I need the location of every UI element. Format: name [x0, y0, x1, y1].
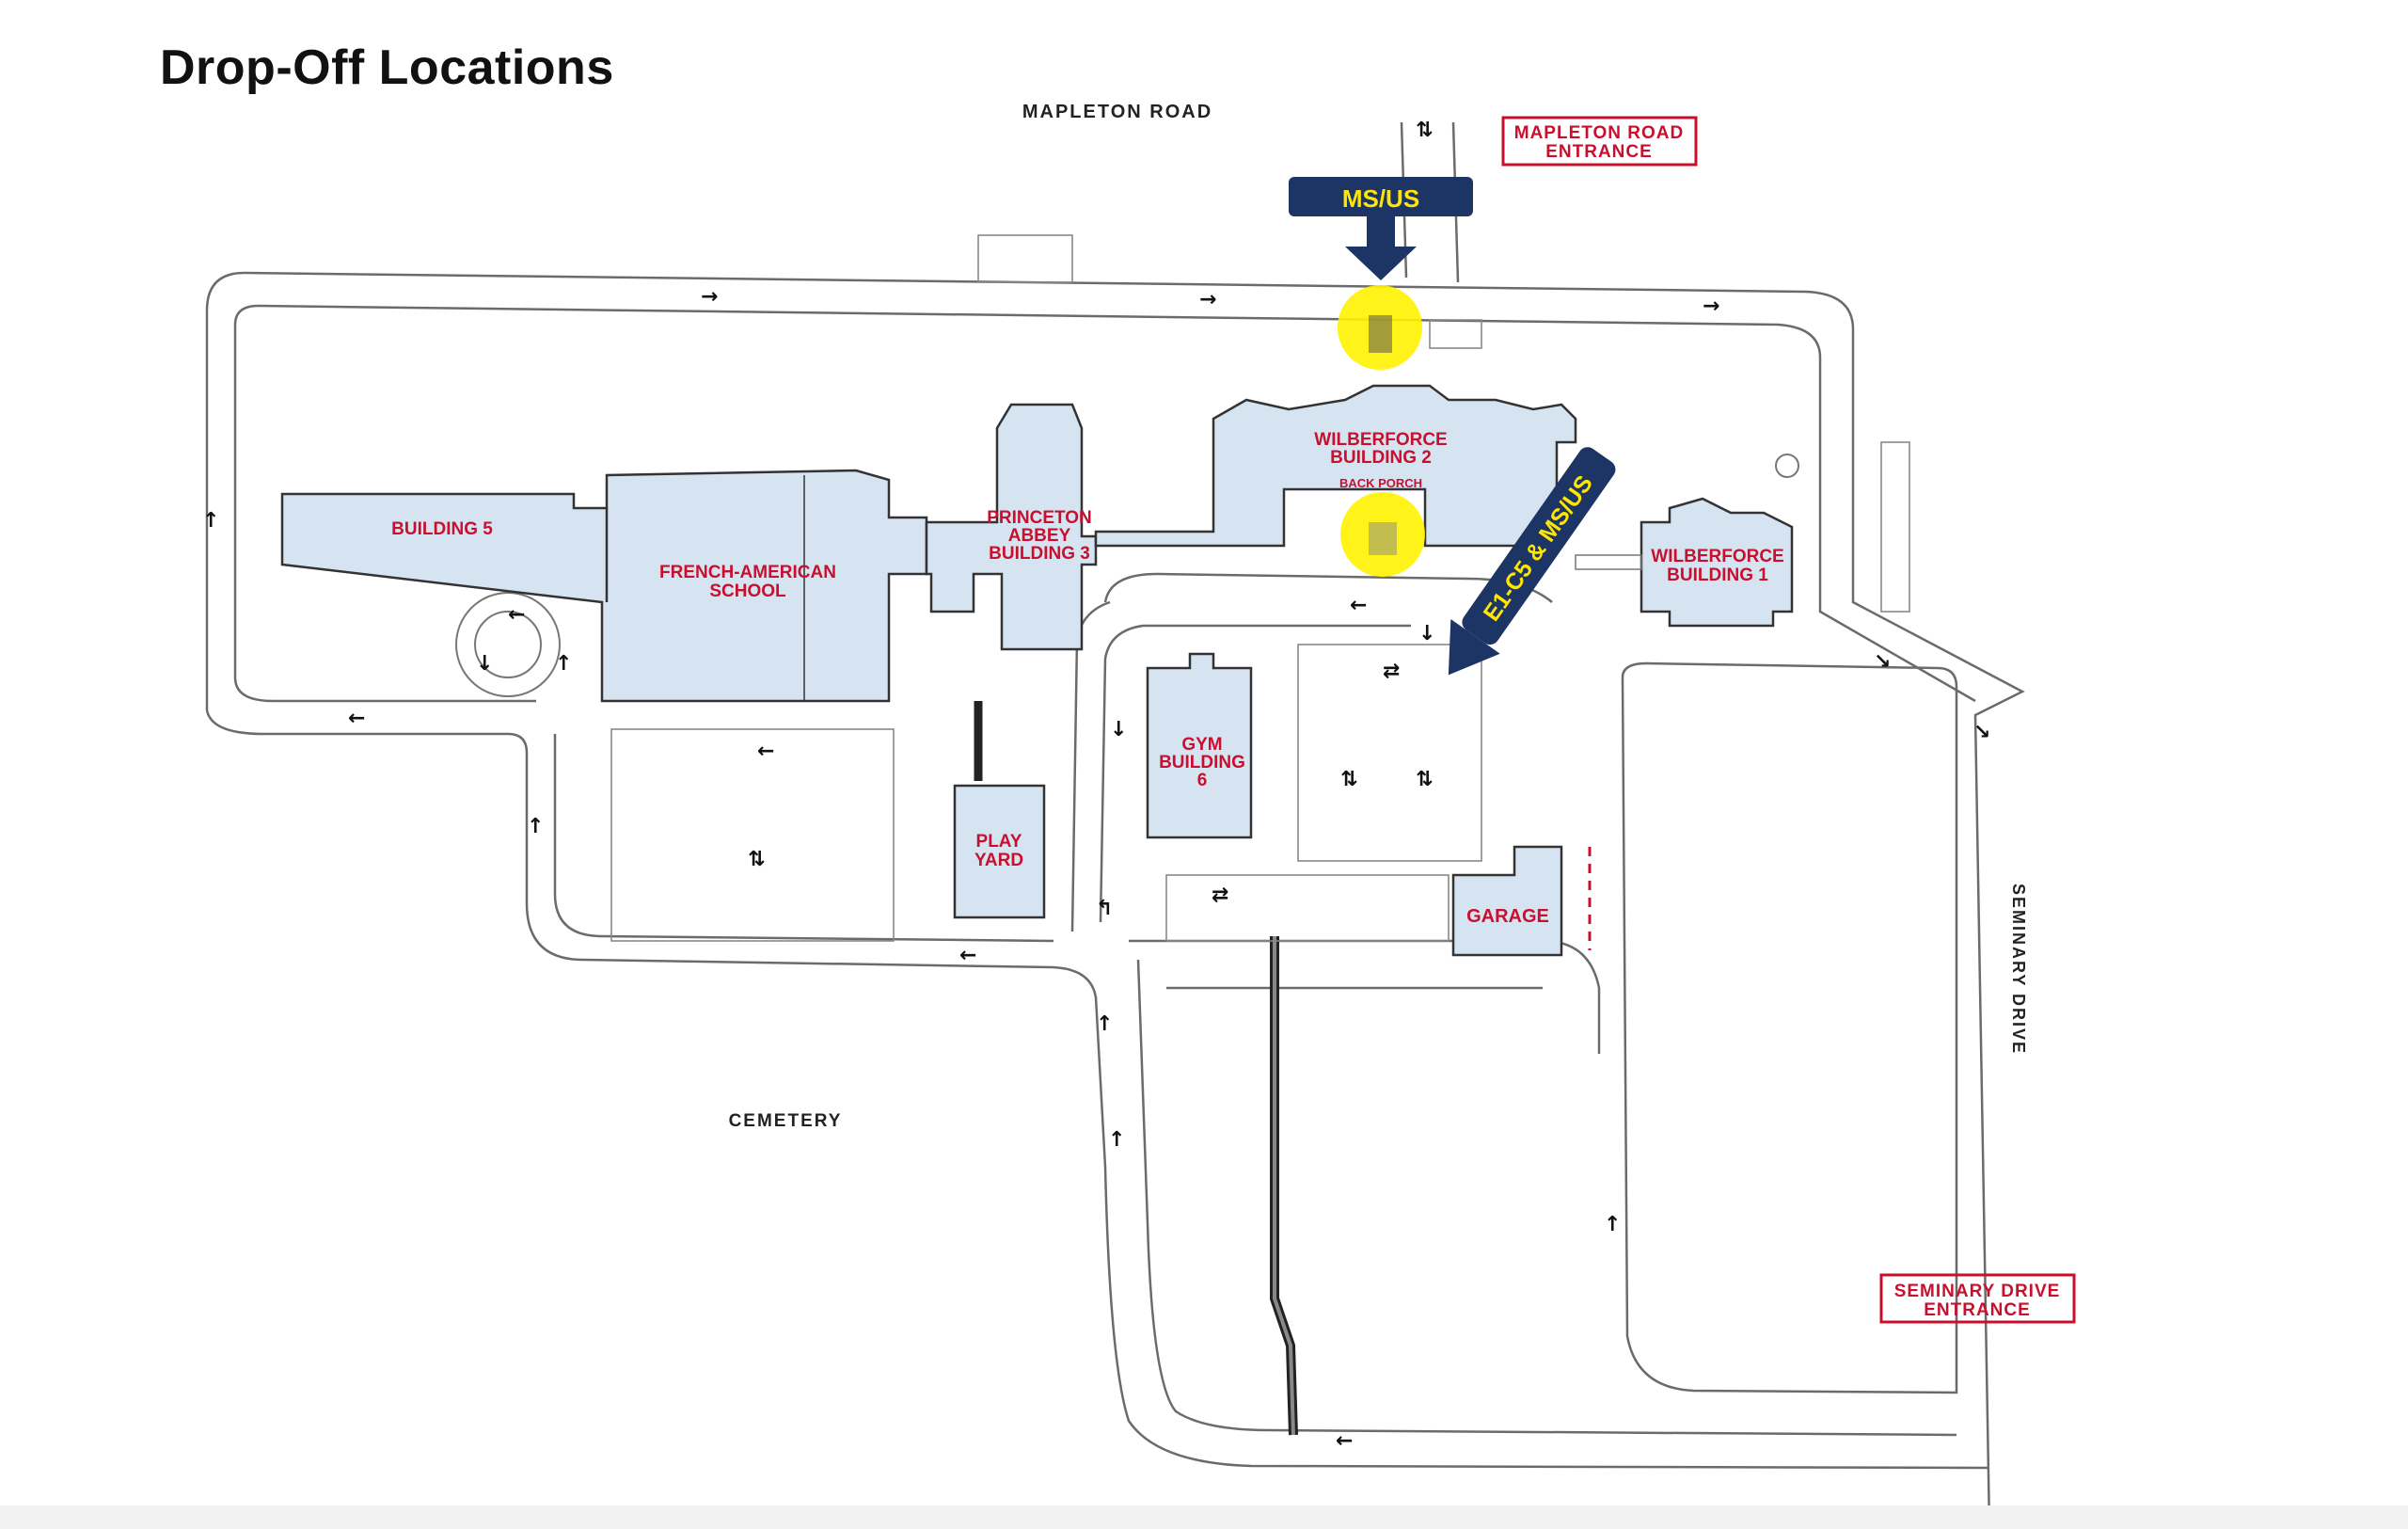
arrow-down-icon: ↓ — [1418, 622, 1435, 645]
bottom-bar — [0, 1505, 2408, 1529]
arrow-up-icon: ↑ — [1108, 1128, 1125, 1152]
play-yard-shape — [953, 784, 1046, 919]
arrow-right-icon: → — [1199, 288, 1216, 311]
label-gym-line1: GYM — [1181, 735, 1222, 755]
seminary-entrance-line1: SEMINARY DRIVE — [1894, 1282, 2061, 1301]
page-title: Drop-Off Locations — [160, 40, 614, 95]
callout-north-box — [1289, 177, 1473, 216]
arrow-up-icon: ↑ — [555, 652, 572, 676]
mapleton-entrance-box — [1501, 116, 1698, 167]
mapleton-entrance-line2: ENTRANCE — [1545, 142, 1653, 162]
walkway-center — [1273, 936, 1295, 1436]
center-parking-lot — [1297, 644, 1482, 862]
callout-north-stem — [1367, 215, 1395, 250]
gym-building-6-shape — [1146, 652, 1253, 839]
small-circle — [1775, 454, 1799, 478]
label-wilberforce-1-line2: BUILDING 1 — [1667, 565, 1768, 585]
callout-back-arrowhead — [1448, 619, 1500, 676]
east-lot-road — [1621, 661, 1958, 1394]
seminary-entrance-line2: ENTRANCE — [1924, 1300, 2031, 1320]
dropoff-north-steps — [1369, 315, 1392, 353]
south-parking-strip — [1165, 874, 1450, 942]
arrow-left-icon: ← — [1350, 594, 1367, 617]
arrow-down-icon: ↓ — [476, 652, 493, 676]
arrow-left-icon: ← — [1336, 1429, 1353, 1453]
arrow-right-icon: → — [701, 285, 718, 309]
arrow-up-icon: ↑ — [1096, 1012, 1113, 1036]
label-princeton-line3: BUILDING 3 — [989, 544, 1090, 564]
label-play-yard-line1: PLAY — [976, 832, 1022, 852]
arrow-updown-icon: ⇅ — [748, 848, 765, 871]
connector-east — [1575, 554, 1642, 570]
stair-north — [1429, 319, 1482, 349]
label-french-line1: FRENCH-AMERICAN — [659, 563, 836, 582]
garage-shape — [1451, 845, 1563, 957]
arrow-turn-icon: ↰ — [1096, 897, 1113, 920]
callout-back-box — [1462, 447, 1616, 645]
label-back-porch: BACK PORCH — [1339, 476, 1422, 490]
dropoff-back-steps — [1369, 522, 1397, 555]
east-parking-strip — [1880, 441, 1910, 613]
arrow-down-right-icon: ↘ — [1874, 650, 1891, 674]
mapleton-entrance-line1: MAPLETON ROAD — [1514, 123, 1684, 143]
stair-north-west — [977, 234, 1073, 283]
label-building-5: BUILDING 5 — [391, 519, 493, 539]
arrow-left-icon: ← — [348, 707, 365, 730]
wilberforce-2-shape — [1094, 384, 1577, 548]
south-loop-road — [1129, 939, 1601, 1054]
label-garage: GARAGE — [1466, 906, 1549, 927]
outer-road-inner — [233, 304, 1976, 703]
arrow-up-icon: ↑ — [202, 509, 219, 533]
label-gym-line3: 6 — [1197, 771, 1208, 790]
seminary-drive-entrance: SEMINARY DRIVE ENTRANCE — [1879, 1273, 2076, 1324]
arrow-up-icon: ↑ — [527, 815, 544, 838]
label-play-yard-line2: YARD — [974, 851, 1023, 870]
arrow-down-icon: ↓ — [1110, 718, 1127, 741]
arrow-updown-icon: ⇅ — [1416, 119, 1433, 142]
west-parking-lot — [610, 728, 895, 942]
arrow-swap-icon: ⇄ — [1383, 660, 1400, 683]
arrow-swap-icon: ⇄ — [1212, 884, 1228, 907]
roundabout-outer — [455, 592, 561, 697]
arrow-left-icon: ← — [959, 944, 976, 967]
street-seminary-drive: SEMINARY DRIVE — [2009, 884, 2028, 1055]
callout-north-label: MS/US — [1342, 184, 1419, 213]
dropoff-callout-north: MS/US — [1289, 177, 1473, 280]
street-mapleton-road: MAPLETON ROAD — [1022, 102, 1212, 122]
arrow-up-icon: ↑ — [1604, 1213, 1621, 1236]
west-road — [205, 677, 1990, 1470]
arrow-right-icon: → — [1703, 295, 1719, 318]
mapleton-road-entrance: MAPLETON ROAD ENTRANCE — [1501, 116, 1698, 167]
outer-road — [205, 271, 2025, 1529]
label-princeton-line2: ABBEY — [1008, 526, 1071, 546]
arrow-updown-icon: ⇅ — [1416, 768, 1433, 791]
label-wilberforce-1-line1: WILBERFORCE — [1651, 547, 1783, 566]
building-5-shape — [280, 469, 928, 703]
roundabout-inner — [474, 611, 542, 678]
label-french-line2: SCHOOL — [709, 581, 786, 601]
wilberforce-1-shape — [1640, 497, 1794, 628]
west-road-inner — [553, 734, 1957, 1437]
label-princeton-line1: PRINCETON — [987, 508, 1092, 528]
princeton-abbey-shape — [925, 403, 1098, 651]
arrow-left-icon: ← — [757, 740, 774, 763]
arrow-updown-icon: ⇅ — [1340, 768, 1357, 791]
callout-north-arrowhead — [1345, 247, 1417, 280]
label-gym-line2: BUILDING — [1159, 753, 1245, 772]
label-wilberforce-2-line1: WILBERFORCE — [1314, 430, 1447, 450]
arrow-left-icon: ← — [508, 603, 525, 627]
label-cemetery: CEMETERY — [729, 1111, 843, 1131]
label-wilberforce-2-line2: BUILDING 2 — [1330, 448, 1432, 468]
seminary-entrance-box — [1879, 1273, 2076, 1324]
arrow-down-right-icon: ↘ — [1973, 721, 1990, 744]
